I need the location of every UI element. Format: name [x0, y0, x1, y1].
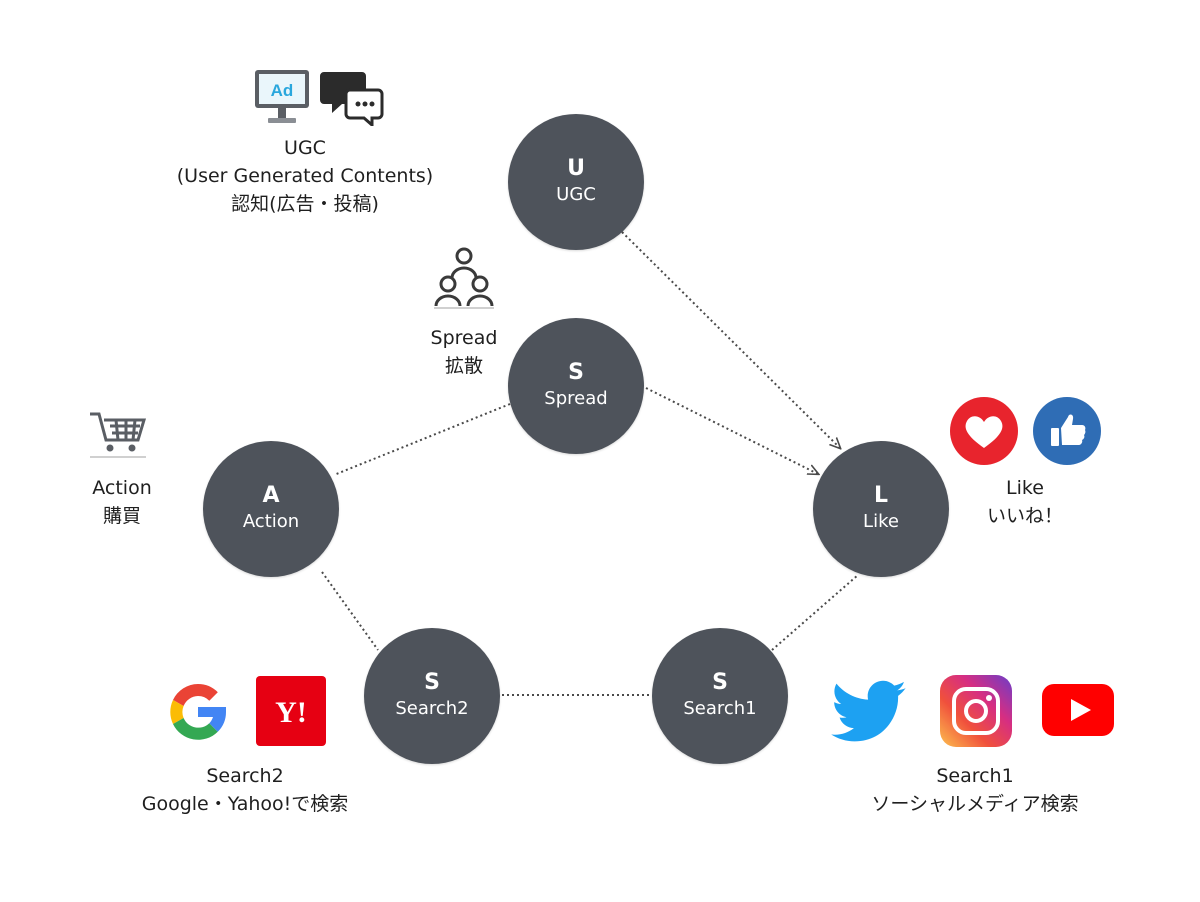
heart-icon [950, 397, 1018, 465]
node-name: Search1 [683, 698, 757, 719]
node-ugc: U UGC [508, 114, 644, 250]
caption-line: Action [92, 477, 152, 499]
people-network-icon [434, 247, 494, 309]
caption-line: UGC [284, 137, 326, 159]
caption-search2: Search2 Google・Yahoo!で検索 [100, 762, 390, 818]
caption-line: (User Generated Contents) [176, 165, 434, 187]
edge-ugc-like [621, 231, 840, 448]
instagram-icon [940, 675, 1012, 747]
node-letter: U [567, 156, 585, 181]
node-search2: S Search2 [364, 628, 500, 764]
google-icon [170, 684, 226, 740]
shopping-cart-icon [90, 412, 147, 458]
caption-line: Search1 [936, 765, 1014, 787]
node-like: L Like [813, 441, 949, 577]
ad-label: Ad [271, 81, 294, 100]
caption-line: Search2 [206, 765, 284, 787]
caption-line: いいね！ [986, 505, 1063, 527]
node-letter: S [568, 360, 584, 385]
thumbs-up-icon [1033, 397, 1101, 465]
node-letter: S [712, 670, 728, 695]
edge-spread-action [333, 403, 511, 476]
yahoo-icon: Y! [256, 676, 326, 746]
node-name: Action [242, 511, 300, 532]
caption-like: Like いいね！ [965, 474, 1085, 530]
caption-line: 拡散 [444, 355, 483, 377]
node-letter: S [424, 670, 440, 695]
node-name: Search2 [395, 698, 469, 719]
caption-spread: Spread 拡散 [404, 324, 524, 380]
yahoo-label: Y! [275, 696, 307, 729]
node-search1: S Search1 [652, 628, 788, 764]
caption-line: ソーシャルメディア検索 [871, 793, 1079, 815]
node-action: A Action [203, 441, 339, 577]
node-letter: L [873, 483, 889, 508]
caption-line: 認知(広告・投稿) [231, 193, 379, 215]
youtube-icon [1042, 684, 1114, 736]
node-name: UGC [556, 184, 596, 205]
edge-search1-like [771, 574, 859, 651]
caption-ugc: UGC (User Generated Contents) 認知(広告・投稿) [140, 134, 470, 218]
caption-search1: Search1 ソーシャルメディア検索 [830, 762, 1120, 818]
node-spread: S Spread [508, 318, 644, 454]
chat-bubbles-icon [320, 72, 384, 126]
node-letter: A [262, 483, 280, 508]
caption-line: Like [1006, 477, 1044, 499]
caption-line: Spread [430, 327, 498, 349]
caption-line: 購買 [102, 505, 141, 527]
node-name: Spread [544, 388, 608, 409]
billboard-ad-icon: Ad [255, 70, 309, 123]
caption-action: Action 購買 [62, 474, 182, 530]
node-name: Like [863, 511, 899, 532]
twitter-bird-icon [831, 680, 906, 742]
edge-spread-like [645, 387, 818, 474]
caption-line: Google・Yahoo!で検索 [141, 793, 349, 815]
edge-action-search2 [321, 571, 379, 651]
